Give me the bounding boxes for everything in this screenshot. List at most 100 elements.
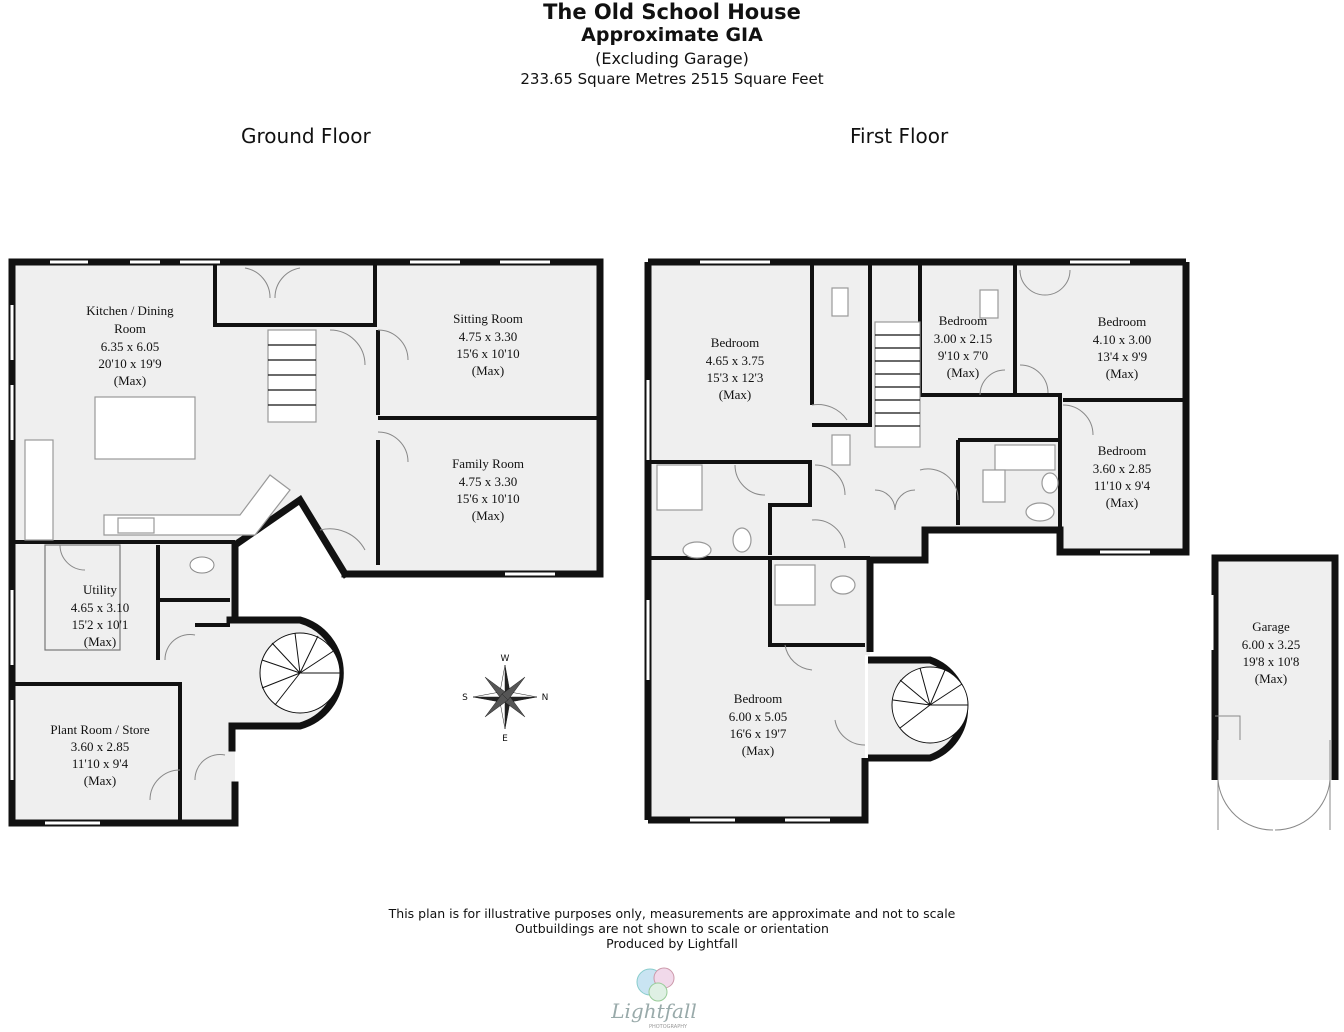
compass-e: E [502,734,508,744]
ensuite1-toilet [732,527,752,553]
bed5-note: (Max) [742,743,775,758]
sitting-name: Sitting Room [453,311,523,326]
first-floor-label: First Floor [850,124,949,148]
utility-imperial: 15'2 x 10'1 [72,617,129,632]
plan-subtitle: Approximate GIA [581,24,763,46]
first-stair [874,321,921,448]
first-stair-treads [875,334,920,427]
lightfall-logo: Lightfall PHOTOGRAPHY [610,967,697,1030]
ground-wall-angled [231,495,350,624]
ensuite1-basin [682,541,712,559]
stair-ground [267,329,317,423]
stair-treads [268,344,316,406]
bed2-name: Bedroom [939,313,987,328]
bed3-metric: 4.10 x 3.00 [1093,332,1152,347]
bathroom-bath [994,444,1056,471]
family-name: Family Room [452,456,524,471]
first-floor-area [648,262,1186,820]
sitting-imperial: 15'6 x 10'10 [456,346,519,361]
plan-title: The Old School House [543,0,801,24]
ground-wall-plant-north [15,682,182,823]
bed1-metric: 4.65 x 3.75 [706,353,765,368]
ground-wall-porch [213,265,377,327]
sitting-metric: 4.75 x 3.30 [459,329,518,344]
bed1-imperial: 15'3 x 12'3 [707,370,764,385]
ground-floor-plan: Kitchen / Dining Room 6.35 x 6.05 20'10 … [8,258,604,827]
kitchen-name-2: Room [114,321,146,336]
kitchen-island [94,396,196,460]
compass-w: W [501,654,510,664]
first-wall-east [866,262,1190,652]
family-metric: 4.75 x 3.30 [459,474,518,489]
bed5-imperial: 16'6 x 19'7 [730,726,787,741]
kitchen-sink [117,517,155,534]
ensuite2-shower [774,564,816,606]
kitchen-name: Kitchen / Dining [86,303,174,318]
bed3-name: Bedroom [1098,314,1146,329]
garage-note: (Max) [1255,671,1288,686]
bed1-note: (Max) [719,387,752,402]
rooflight-2 [979,289,999,319]
ground-spiral-stair [259,632,341,714]
plan-total-area: 233.65 Square Metres 2515 Square Feet [520,70,824,88]
ensuite2-toilet [830,575,856,595]
plant-note: (Max) [84,773,117,788]
bed2-note: (Max) [947,365,980,380]
bed4-imperial: 11'10 x 9'4 [1094,478,1151,493]
kitchen-side-unit [24,439,54,541]
bed5-metric: 6.00 x 5.05 [729,709,788,724]
plan-exclusion-note: (Excluding Garage) [595,49,749,68]
ground-wc-toilet [189,556,215,574]
garage-area [1212,558,1335,780]
plant-metric: 3.60 x 2.85 [71,739,130,754]
bed3-note: (Max) [1106,366,1139,381]
garage-imperial: 19'8 x 10'8 [1243,654,1300,669]
first-wall-ensuite2 [768,558,865,647]
sitting-note: (Max) [472,363,505,378]
bathroom-shower [982,469,1006,503]
first-spiral-stair [891,666,969,744]
family-note: (Max) [472,508,505,523]
bathroom-toilet [1025,502,1055,522]
compass-n: N [542,693,549,703]
garage-name: Garage [1252,619,1290,634]
bathroom-basin [1041,472,1059,494]
garage-walls [1211,554,1339,780]
bed4-name: Bedroom [1098,443,1146,458]
first-wall-bathroom [956,438,1060,525]
bed2-metric: 3.00 x 2.15 [934,331,993,346]
bed4-metric: 3.60 x 2.85 [1093,461,1152,476]
plant-imperial: 11'10 x 9'4 [72,756,129,771]
rooflight-3 [831,434,851,466]
disclaimer-line-3: Produced by Lightfall [606,936,738,951]
logo-wordmark: Lightfall [610,999,697,1023]
disclaimer-line-2: Outbuildings are not shown to scale or o… [515,921,829,936]
bed5-name: Bedroom [734,691,782,706]
utility-note: (Max) [84,634,117,649]
ground-wall-wc [158,598,230,627]
bed1-name: Bedroom [711,335,759,350]
garage-plan: Garage 6.00 x 3.25 19'8 x 10'8 (Max) [1210,554,1339,831]
rooflight-1 [831,287,849,317]
plant-name: Plant Room / Store [50,722,150,737]
compass-rose-icon: W E S N [462,654,548,744]
garage-metric: 6.00 x 3.25 [1242,637,1301,652]
utility-counter [44,544,121,651]
first-floor-plan: Bedroom 4.65 x 3.75 15'3 x 12'3 (Max) Be… [644,258,1190,824]
bed2-imperial: 9'10 x 7'0 [938,348,988,363]
logo-subtext: PHOTOGRAPHY [649,1024,688,1030]
kitchen-note: (Max) [114,373,147,388]
kitchen-imperial: 20'10 x 19'9 [98,356,161,371]
utility-name: Utility [83,582,117,597]
utility-metric: 4.65 x 3.10 [71,600,130,615]
ensuite1-shower [656,464,703,511]
compass-s: S [462,693,468,703]
bed3-imperial: 13'4 x 9'9 [1097,349,1147,364]
kitchen-metric: 6.35 x 6.05 [101,339,160,354]
first-wall-ensuite1 [651,460,812,555]
family-imperial: 15'6 x 10'10 [456,491,519,506]
bed4-note: (Max) [1106,495,1139,510]
ground-floor-label: Ground Floor [241,124,371,148]
disclaimer-line-1: This plan is for illustrative purposes o… [388,906,956,921]
